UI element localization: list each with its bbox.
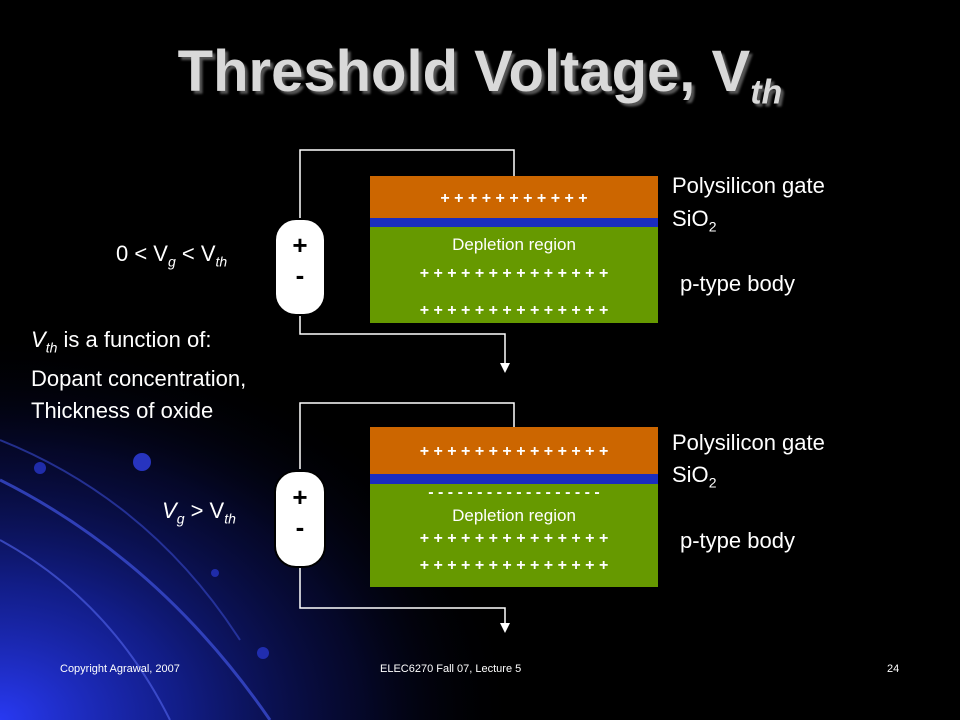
bottom-body-layer: - - - - - - - - - - - - - - - - - - Depl… bbox=[370, 484, 658, 587]
bottom-inversion-charges: - - - - - - - - - - - - - - - - - - bbox=[428, 484, 600, 501]
bottom-gate-layer: + + + + + + + + + + + + + + bbox=[370, 427, 658, 474]
bottom-battery: +- bbox=[274, 470, 326, 568]
bottom-body-charges-2: + + + + + + + + + + + + + + bbox=[419, 557, 609, 574]
top-body-layer: Depletion region + + + + + + + + + + + +… bbox=[370, 227, 658, 323]
bottom-body-charges-1: + + + + + + + + + + + + + + bbox=[419, 530, 609, 547]
vth-note: Vth is a function of: Dopant concentrati… bbox=[31, 327, 247, 424]
top-oxide-label: SiO2 bbox=[672, 206, 717, 235]
top-body-charges-1: + + + + + + + + + + + + + + bbox=[419, 265, 609, 282]
top-depletion-label: Depletion region bbox=[452, 235, 576, 254]
footer-course: ELEC6270 Fall 07, Lecture 5 bbox=[380, 663, 522, 675]
bottom-depletion-label: Depletion region bbox=[452, 506, 576, 525]
top-body-label: p-type body bbox=[680, 271, 795, 296]
top-gate-label: Polysilicon gate bbox=[672, 173, 825, 198]
top-battery: +- bbox=[274, 218, 326, 316]
bottom-oxide-label: SiO2 bbox=[672, 462, 717, 491]
footer-page-number: 24 bbox=[887, 663, 900, 675]
top-condition-label: 0 < Vg < Vth bbox=[116, 241, 228, 270]
footer-copyright: Copyright Agrawal, 2007 bbox=[60, 663, 180, 675]
slide-title: Threshold Voltage, Vth bbox=[177, 39, 783, 112]
bottom-condition-label: Vg > Vth bbox=[162, 498, 236, 527]
bottom-gate-label: Polysilicon gate bbox=[672, 430, 825, 455]
top-body-charges-2: + + + + + + + + + + + + + + bbox=[419, 302, 609, 319]
bottom-oxide-layer bbox=[370, 474, 658, 484]
top-gate-layer: + + + + + + + + + + + bbox=[370, 176, 658, 218]
top-oxide-layer bbox=[370, 218, 658, 227]
bottom-body-label: p-type body bbox=[680, 528, 795, 553]
